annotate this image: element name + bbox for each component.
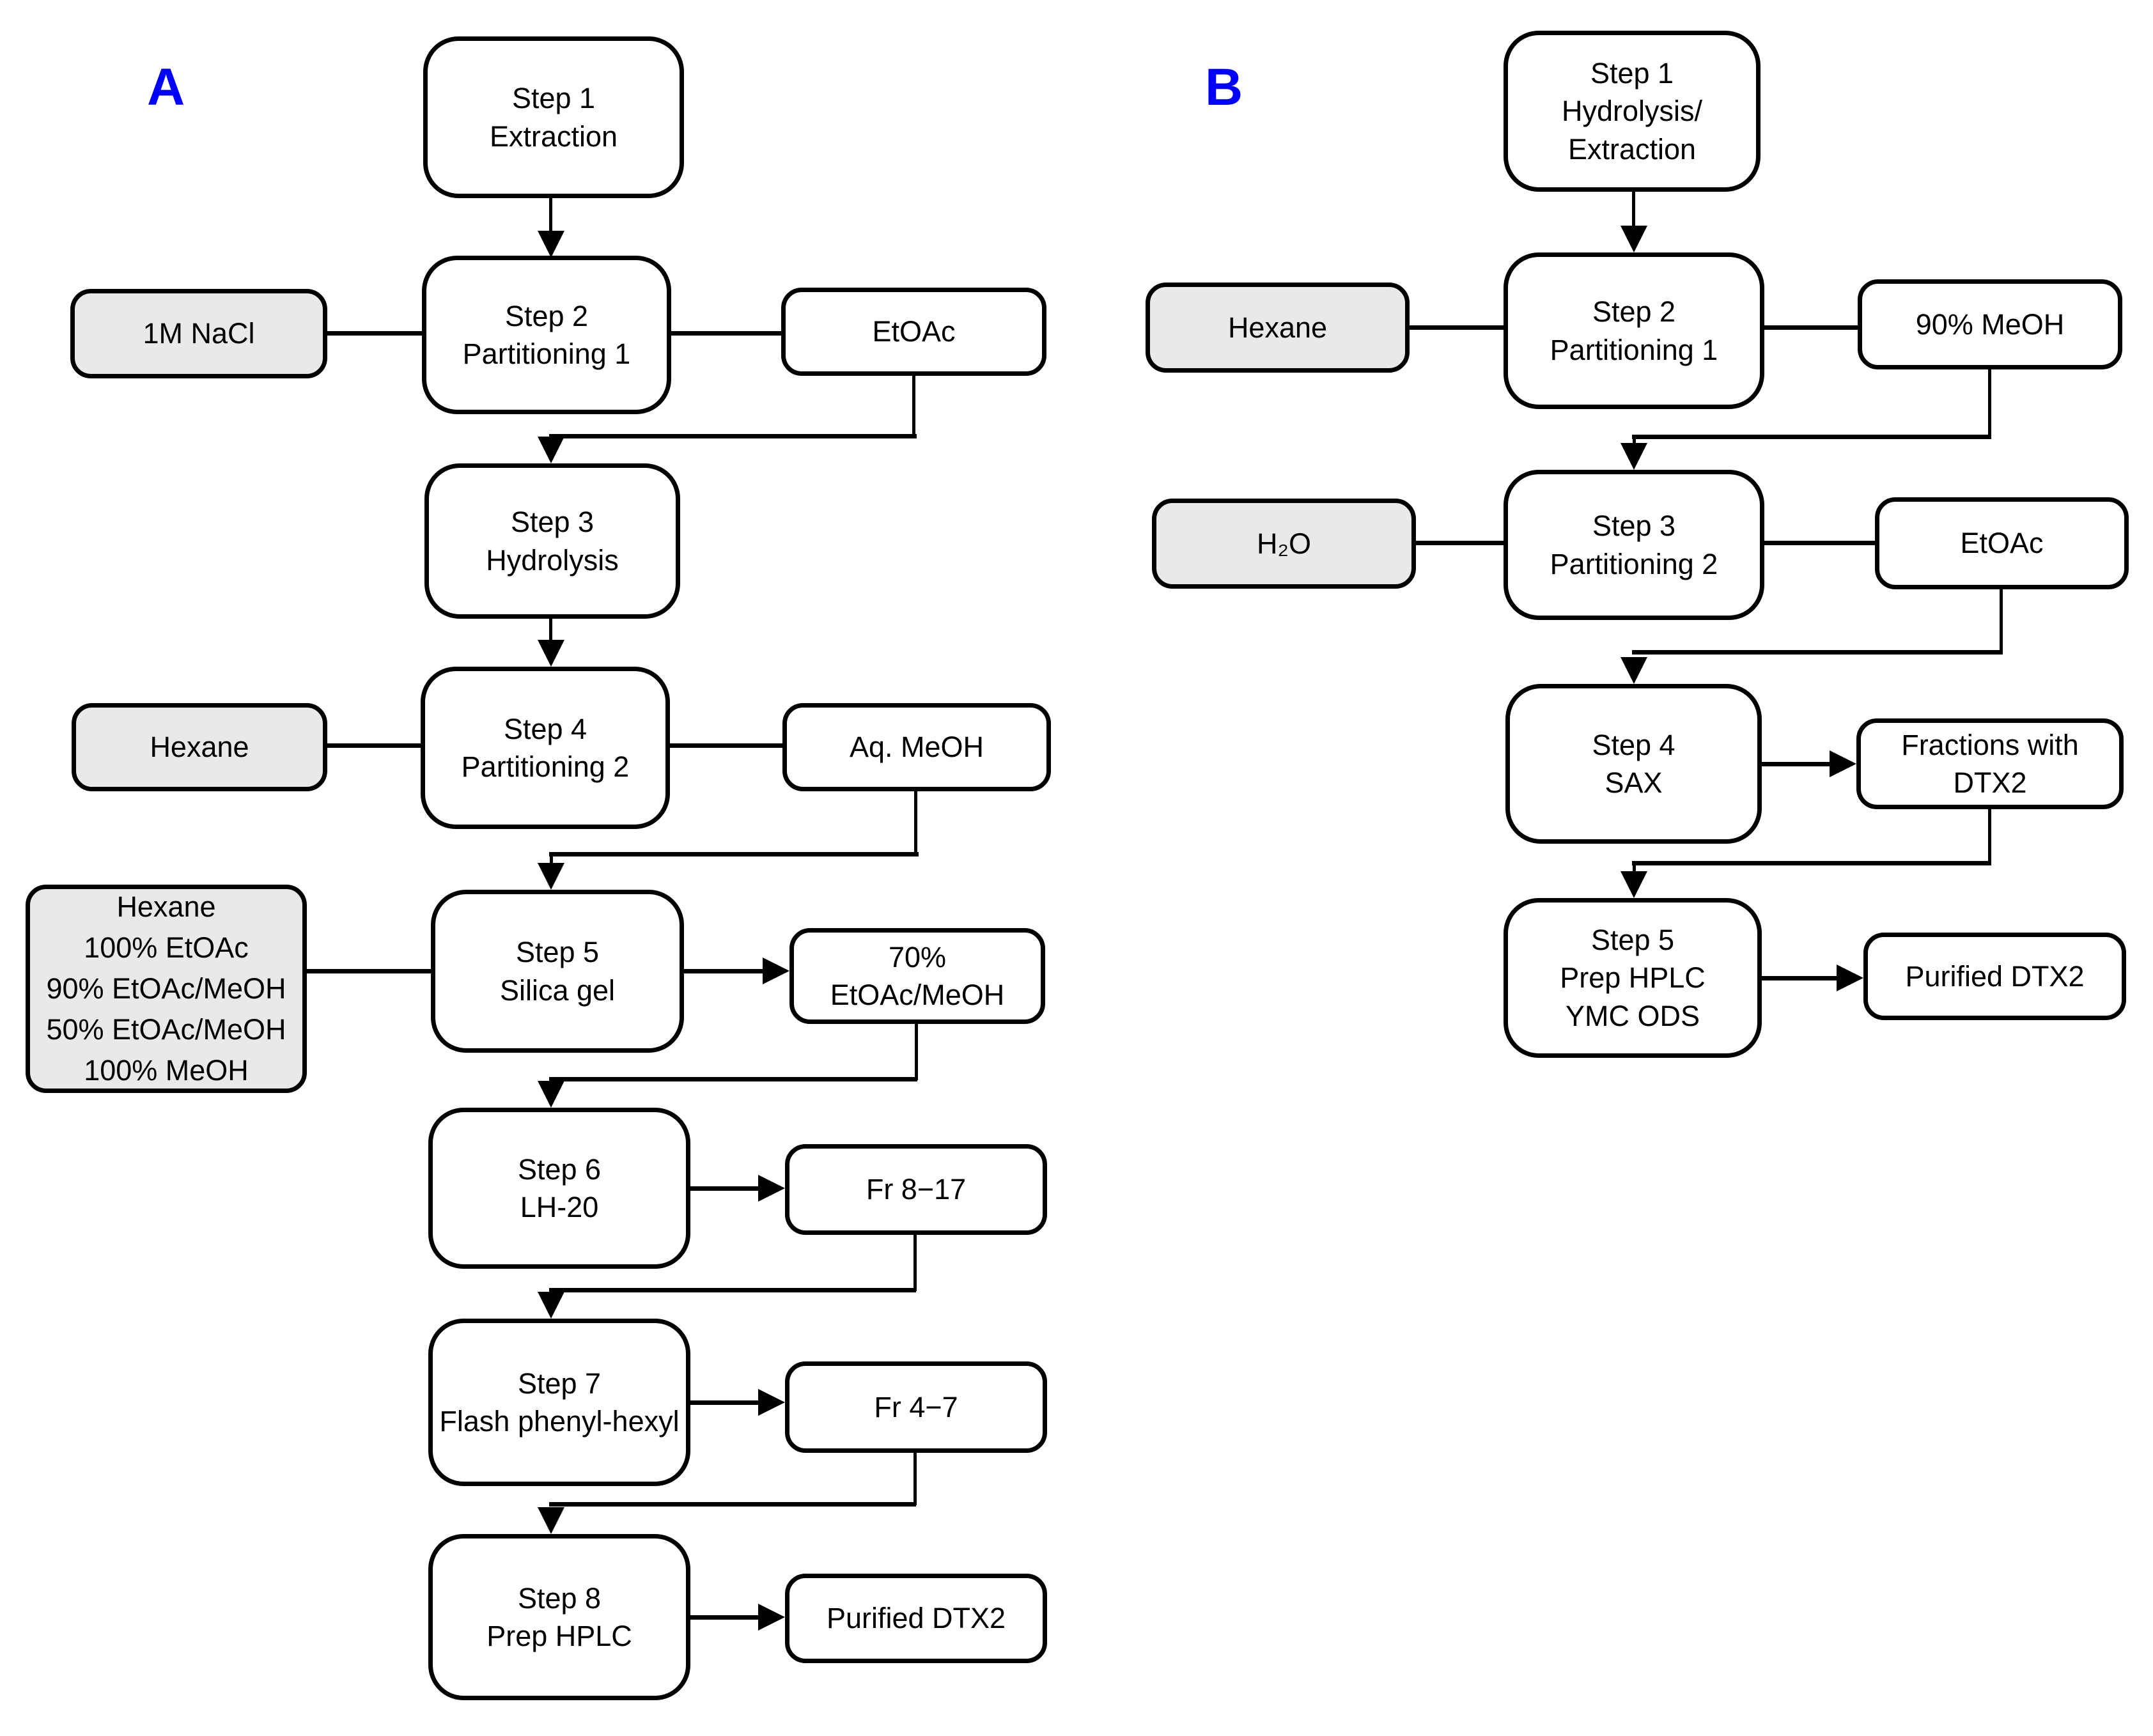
a-elbow-aqmeoh-shaft-line (550, 855, 553, 865)
b-elbow-fractions-shaft-line (1633, 864, 1636, 872)
a-output-fr-8-17-box: Fr 8−17 (785, 1144, 1047, 1235)
b-input-h2o-box: H₂O (1152, 499, 1416, 589)
b-connector-step1-step2-line (1632, 192, 1635, 227)
a-output-purified-dtx2-box: Purified DTX2 (785, 1574, 1047, 1663)
a-step7-flash-phenyl-hexyl-box: Step 7 Flash phenyl-hexyl (428, 1319, 690, 1486)
b-step5-prep-hplc-ymc-ods-box: Step 5 Prep HPLC YMC ODS (1504, 898, 1762, 1058)
a-connector-step7-fr47-arrowhead (758, 1389, 785, 1416)
a-output-etoac-box: EtOAc (781, 288, 1046, 376)
a-connector-step8-purified-line (690, 1615, 758, 1620)
a-step5-silica-gel-box: Step 5 Silica gel (431, 890, 684, 1053)
a-connector-step5-70etoac-arrowhead (763, 957, 789, 984)
a-elbow-aqmeoh-step5-arrowhead (538, 863, 564, 890)
b-step2-partitioning1-box: Step 2 Partitioning 1 (1504, 252, 1764, 409)
a-elbow-aqmeoh-across-line (549, 852, 919, 856)
b-output-fractions-dtx2-box: Fractions with DTX2 (1856, 718, 2124, 809)
b-connector-step5-purified-arrowhead (1837, 965, 1863, 991)
b-output-purified-dtx2-box: Purified DTX2 (1863, 933, 2126, 1020)
a-connector-solvents-step5-line (307, 969, 431, 973)
a-output-fr-4-7-box: Fr 4−7 (785, 1361, 1047, 1453)
a-elbow-etoac-step3-arrowhead (538, 437, 564, 463)
a-connector-nacl-step2-line (327, 331, 422, 336)
a-elbow-aqmeoh-down-line (914, 791, 917, 855)
a-elbow-etoac-down-line (912, 376, 915, 437)
a-elbow-70etoac-down-line (915, 1024, 918, 1080)
a-connector-step3-step4-arrowhead (538, 640, 564, 667)
a-input-1m-nacl-box: 1M NaCl (70, 289, 327, 378)
a-step3-hydrolysis-box: Step 3 Hydrolysis (424, 463, 680, 619)
b-elbow-etoac-across-line (1632, 650, 2001, 655)
a-connector-step4-aqmeoh-line (670, 743, 782, 748)
a-output-aq-meoh-box: Aq. MeOH (782, 703, 1051, 791)
a-elbow-fr817-across-line (549, 1288, 916, 1292)
b-elbow-fractions-step5-arrowhead (1621, 871, 1647, 898)
a-connector-step6-fr817-line (690, 1186, 758, 1191)
b-step3-partitioning2-box: Step 3 Partitioning 2 (1504, 470, 1764, 620)
a-elbow-70etoac-across-line (549, 1077, 917, 1081)
a-connector-step8-purified-arrowhead (758, 1604, 785, 1631)
a-connector-step2-etoac-line (671, 331, 781, 336)
a-elbow-fr47-across-line (549, 1502, 916, 1507)
a-input-hexane-box: Hexane (72, 703, 327, 791)
a-step8-prep-hplc-box: Step 8 Prep HPLC (428, 1534, 690, 1700)
b-connector-step1-step2-arrowhead (1621, 226, 1647, 252)
b-elbow-fractions-across-line (1632, 861, 1990, 865)
b-elbow-90meoh-shaft-line (1633, 438, 1636, 446)
panel-a-label: A (147, 58, 185, 116)
a-output-70-etoac-meoh-box: 70% EtOAc/MeOH (789, 928, 1045, 1024)
b-elbow-90meoh-down-line (1988, 369, 1991, 439)
b-connector-step2-90meoh-line (1764, 325, 1858, 330)
a-connector-step6-fr817-arrowhead (758, 1175, 785, 1202)
a-connector-step3-step4-line (549, 619, 552, 642)
a-input-silica-solvents-box: Hexane 100% EtOAc 90% EtOAc/MeOH 50% EtO… (26, 885, 307, 1093)
b-connector-step4-fractions-line (1762, 762, 1830, 766)
a-connector-step1-step2-line (549, 198, 552, 232)
a-elbow-fr817-step7-arrowhead (538, 1292, 564, 1319)
b-step4-sax-box: Step 4 SAX (1505, 684, 1762, 844)
a-elbow-70etoac-step6-arrowhead (538, 1081, 564, 1108)
b-elbow-fractions-down-line (1988, 809, 1991, 865)
b-connector-step3-etoac-line (1764, 541, 1875, 545)
b-step1-hydrolysis-extraction-box: Step 1 Hydrolysis/ Extraction (1504, 31, 1760, 192)
a-connector-step5-70etoac-line (684, 969, 763, 973)
b-connector-h2o-step3-line (1416, 541, 1504, 545)
panel-b-label: B (1205, 58, 1243, 116)
a-step6-lh20-box: Step 6 LH-20 (428, 1108, 690, 1269)
a-step1-extraction-box: Step 1 Extraction (423, 36, 684, 198)
a-connector-hexane-step4-line (327, 743, 421, 748)
b-output-etoac-box: EtOAc (1875, 497, 2129, 589)
b-connector-step5-purified-line (1762, 976, 1837, 980)
b-elbow-etoac-down-line (2000, 589, 2003, 655)
a-connector-step7-fr47-line (690, 1400, 758, 1405)
a-elbow-fr47-down-line (913, 1453, 917, 1505)
a-step2-partitioning1-box: Step 2 Partitioning 1 (422, 256, 671, 414)
b-connector-step4-fractions-arrowhead (1830, 750, 1856, 777)
b-elbow-etoac-step4-arrowhead (1621, 657, 1647, 684)
a-elbow-etoac-across-line (549, 434, 917, 438)
b-output-90-meoh-box: 90% MeOH (1858, 279, 2122, 369)
b-input-hexane-box: Hexane (1146, 283, 1410, 373)
b-elbow-90meoh-across-line (1632, 435, 1990, 439)
b-elbow-90meoh-step3-arrowhead (1621, 443, 1647, 470)
b-connector-hexane-step2-line (1410, 325, 1504, 330)
a-elbow-fr817-down-line (913, 1235, 917, 1291)
a-connector-step1-step2-arrowhead (538, 231, 564, 258)
a-elbow-fr47-step8-arrowhead (538, 1507, 564, 1534)
a-step4-partitioning2-box: Step 4 Partitioning 2 (421, 667, 670, 829)
